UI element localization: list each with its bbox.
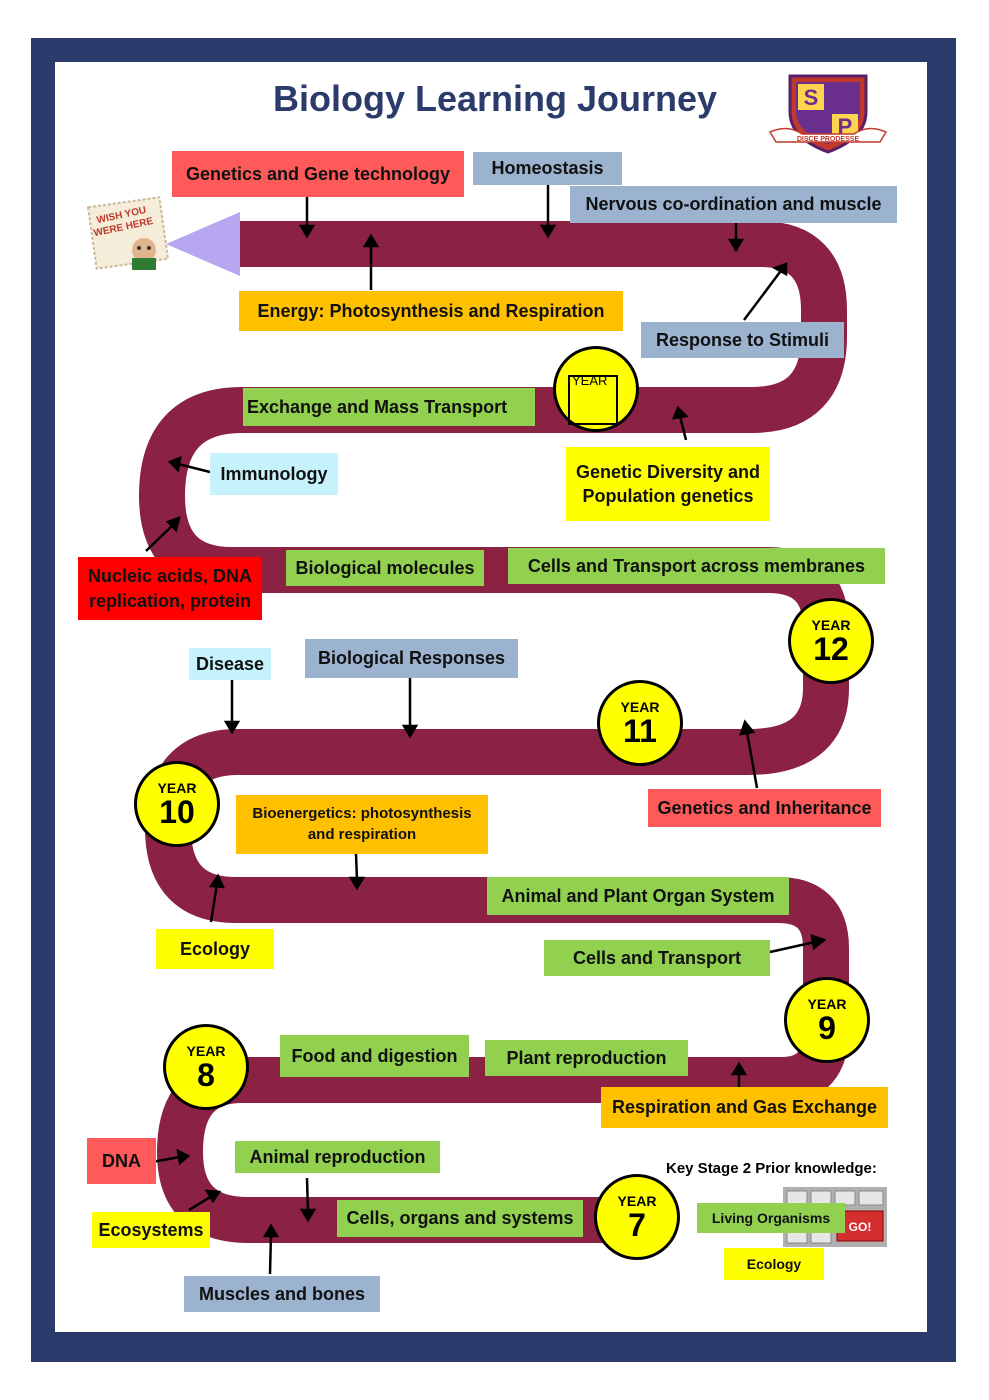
topic-genetic-diversity: Genetic Diversity and Population genetic… xyxy=(566,447,770,521)
svg-text:DISCE PRODESSE: DISCE PRODESSE xyxy=(797,136,860,143)
year-8-circle: YEAR 8 xyxy=(163,1024,249,1110)
topic-disease: Disease xyxy=(189,648,271,680)
topic-animal-reproduction: Animal reproduction xyxy=(235,1141,440,1173)
year-word: YEAR xyxy=(186,1043,226,1059)
year-7-circle: YEAR 7 xyxy=(594,1174,680,1260)
topic-genetics-gene-technology: Genetics and Gene technology xyxy=(172,151,464,197)
topic-biological-molecules: Biological molecules xyxy=(286,550,484,586)
topic-immunology: Immunology xyxy=(210,453,338,495)
topic-living-organisms: Living Organisms xyxy=(697,1203,845,1233)
topic-cells-organs-systems: Cells, organs and systems xyxy=(337,1200,583,1237)
year-word: YEAR xyxy=(617,1193,657,1209)
topic-ecosystems: Ecosystems xyxy=(92,1212,210,1248)
year-13-box xyxy=(568,375,618,425)
year-number: 10 xyxy=(159,794,195,830)
topic-ecology-ks2: Ecology xyxy=(724,1248,824,1280)
svg-text:P: P xyxy=(838,114,853,139)
year-number: 11 xyxy=(623,713,657,749)
connector-arrows xyxy=(145,184,827,1275)
svg-text:GO!: GO! xyxy=(849,1220,872,1234)
year-word: YEAR xyxy=(807,996,847,1012)
svg-text:S: S xyxy=(804,85,819,110)
school-crest-logo: S P DISCE PRODESSE xyxy=(768,74,888,154)
topic-bioenergetics: Bioenergetics: photosynthesis and respir… xyxy=(236,795,488,854)
topic-cells-and-transport: Cells and Transport xyxy=(544,940,770,976)
topic-cells-transport-membranes: Cells and Transport across membranes xyxy=(508,548,885,584)
topic-response-to-stimuli: Response to Stimuli xyxy=(641,322,844,358)
year-12-circle: YEAR 12 xyxy=(788,598,874,684)
topic-ecology-year10: Ecology xyxy=(156,929,274,969)
year-number: 7 xyxy=(628,1207,646,1243)
year-word: YEAR xyxy=(811,617,851,633)
year-number: 8 xyxy=(197,1057,215,1093)
topic-nervous-coordination: Nervous co-ordination and muscle xyxy=(570,186,897,223)
year-9-circle: YEAR 9 xyxy=(784,977,870,1063)
year-10-circle: YEAR 10 xyxy=(134,761,220,847)
year-13-circle: YEAR xyxy=(553,346,639,432)
road-arrowhead xyxy=(166,212,240,276)
topic-muscles-and-bones: Muscles and bones xyxy=(184,1276,380,1312)
topic-biological-responses: Biological Responses xyxy=(305,639,518,678)
key-stage-2-label: Key Stage 2 Prior knowledge: xyxy=(666,1160,877,1177)
topic-dna: DNA xyxy=(87,1138,156,1184)
year-number: 12 xyxy=(813,631,849,667)
year-number: 9 xyxy=(818,1010,836,1046)
topic-genetics-inheritance: Genetics and Inheritance xyxy=(648,789,881,827)
topic-animal-plant-organ-system: Animal and Plant Organ System xyxy=(487,877,789,915)
topic-plant-reproduction: Plant reproduction xyxy=(485,1040,688,1076)
topic-food-and-digestion: Food and digestion xyxy=(280,1035,469,1077)
page-title: Biology Learning Journey xyxy=(272,78,718,119)
topic-nucleic-acids: Nucleic acids, DNA replication, protein xyxy=(78,557,262,620)
topic-exchange-mass-transport: Exchange and Mass Transport xyxy=(243,388,535,426)
wish-you-were-here-stamp: WISH YOU WERE HERE xyxy=(86,196,170,270)
topic-homeostasis: Homeostasis xyxy=(473,152,622,185)
topic-respiration-gas-exchange: Respiration and Gas Exchange xyxy=(601,1087,888,1128)
year-word: YEAR xyxy=(620,699,660,715)
year-word: YEAR xyxy=(157,780,197,796)
year-11-circle: YEAR 11 xyxy=(597,680,683,766)
topic-energy-photosynthesis: Energy: Photosynthesis and Respiration xyxy=(239,291,623,331)
